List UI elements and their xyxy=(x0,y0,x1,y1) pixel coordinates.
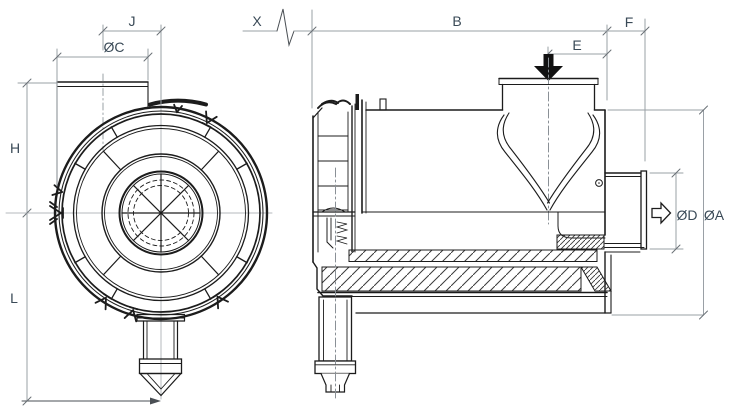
dim-l xyxy=(21,212,161,406)
front-outer-spokes xyxy=(74,126,248,300)
rim-top-flat xyxy=(148,98,208,107)
dim-label-j: J xyxy=(129,13,136,29)
element-end-cap xyxy=(580,266,612,292)
cover-latch xyxy=(317,94,359,110)
dim-label-x: X xyxy=(252,13,262,29)
dim-label-oc: ØC xyxy=(104,39,125,55)
dim-label-oa: ØA xyxy=(704,207,725,223)
spring-thread xyxy=(335,221,349,245)
dim-label-h: H xyxy=(10,140,20,156)
dim-label-od: ØD xyxy=(677,207,698,223)
side-outlet-tube xyxy=(604,170,648,250)
bolt-head xyxy=(595,179,603,187)
vortex-funnel xyxy=(496,112,601,211)
front-view: J ØC H L xyxy=(5,13,273,406)
dim-label-f: F xyxy=(625,14,634,30)
dim-od xyxy=(649,168,684,254)
front-middle-spokes xyxy=(102,150,220,276)
dim-h xyxy=(17,78,58,218)
l-arrowhead xyxy=(150,397,161,405)
side-body xyxy=(317,98,645,314)
dim-label-l: L xyxy=(10,290,18,306)
filter-element-section xyxy=(321,234,612,292)
dim-label-b: B xyxy=(452,13,461,29)
break-zigzag-icon xyxy=(276,8,295,47)
front-dust-ejector xyxy=(136,313,186,397)
dim-oa xyxy=(607,105,708,320)
side-inlet-tube xyxy=(496,77,601,211)
dim-x-b xyxy=(242,8,612,109)
body-step-section xyxy=(556,234,605,250)
outlet-flow-arrow-icon xyxy=(651,201,672,225)
front-hub-spokes xyxy=(121,173,201,253)
dim-label-e: E xyxy=(572,37,581,53)
front-rim-clips xyxy=(49,103,229,323)
dim-j xyxy=(98,24,166,105)
dim-f xyxy=(606,18,650,162)
dim-oc xyxy=(52,48,153,187)
side-view: X B F E xyxy=(242,8,725,401)
